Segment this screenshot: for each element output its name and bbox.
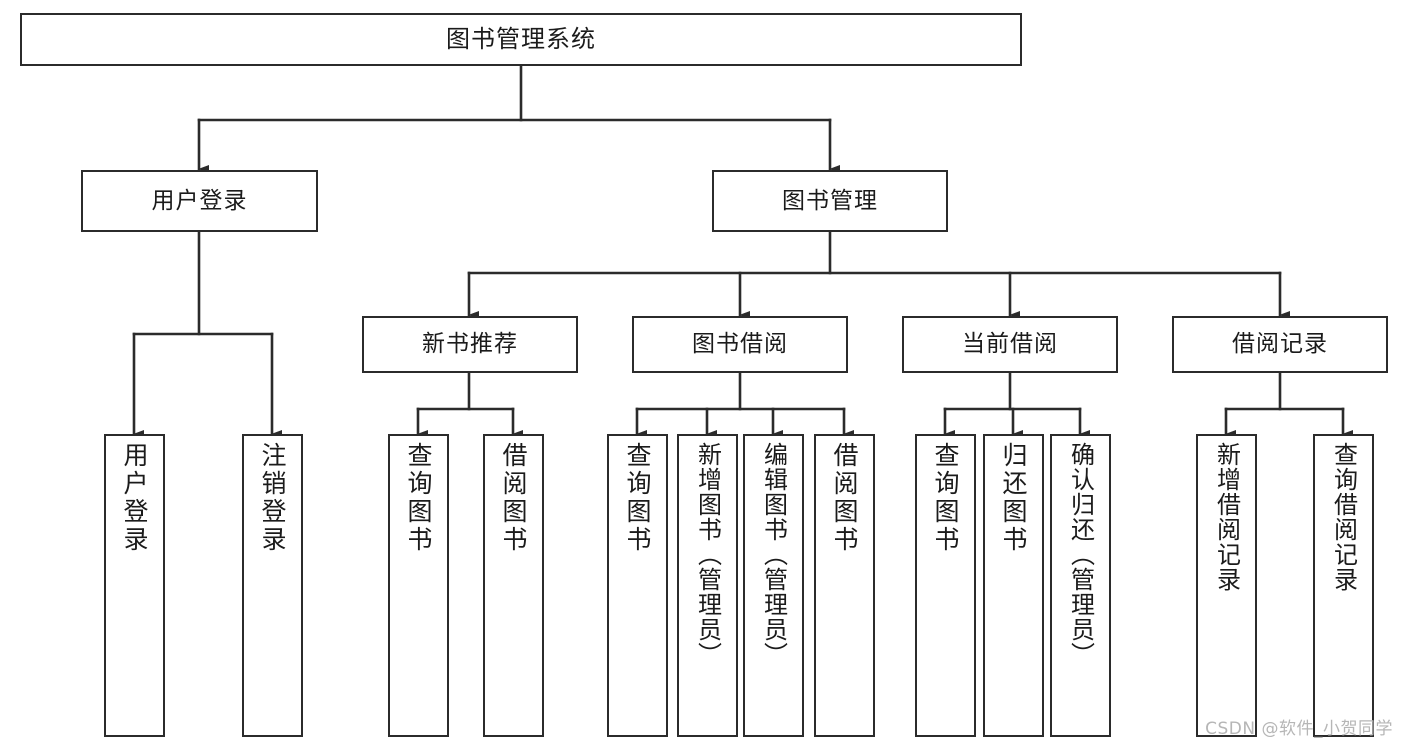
- node-leaf-logout-login[interactable]: 注销登录: [242, 434, 303, 737]
- node-leaf-confirm-return[interactable]: 确认归还（管理员）: [1050, 434, 1111, 737]
- node-leaf-add-book-label: 新增图书（管理员）: [693, 442, 722, 667]
- node-user-login-label: 用户登录: [151, 187, 248, 214]
- node-book-manage[interactable]: 图书管理: [712, 170, 948, 232]
- node-leaf-query-book-2-label: 查询图书: [623, 442, 652, 554]
- node-user-login[interactable]: 用户登录: [81, 170, 318, 232]
- node-root[interactable]: 图书管理系统: [20, 13, 1022, 66]
- node-current-borrow-label: 当前借阅: [962, 331, 1058, 358]
- node-root-label: 图书管理系统: [446, 24, 596, 53]
- node-leaf-borrow-book-1[interactable]: 借阅图书: [483, 434, 544, 737]
- node-leaf-add-book[interactable]: 新增图书（管理员）: [677, 434, 738, 737]
- node-leaf-edit-book[interactable]: 编辑图书（管理员）: [743, 434, 804, 737]
- node-leaf-user-login-label: 用户登录: [120, 442, 149, 554]
- node-leaf-edit-book-label: 编辑图书（管理员）: [759, 442, 788, 667]
- node-book-manage-label: 图书管理: [782, 187, 878, 214]
- node-leaf-user-login[interactable]: 用户登录: [104, 434, 165, 737]
- node-leaf-confirm-return-label: 确认归还（管理员）: [1066, 442, 1095, 667]
- node-borrow-record[interactable]: 借阅记录: [1172, 316, 1388, 373]
- node-book-borrow-label: 图书借阅: [692, 331, 788, 358]
- node-leaf-borrow-book-2[interactable]: 借阅图书: [814, 434, 875, 737]
- node-leaf-query-book-2[interactable]: 查询图书: [607, 434, 668, 737]
- node-current-borrow[interactable]: 当前借阅: [902, 316, 1118, 373]
- node-leaf-add-record-label: 新增借阅记录: [1212, 442, 1241, 592]
- node-leaf-logout-login-label: 注销登录: [258, 442, 287, 554]
- node-leaf-query-book-1[interactable]: 查询图书: [388, 434, 449, 737]
- node-leaf-add-record[interactable]: 新增借阅记录: [1196, 434, 1257, 737]
- node-leaf-query-record[interactable]: 查询借阅记录: [1313, 434, 1374, 737]
- node-leaf-query-book-1-label: 查询图书: [404, 442, 433, 554]
- node-borrow-record-label: 借阅记录: [1232, 331, 1328, 358]
- node-leaf-borrow-book-1-label: 借阅图书: [499, 442, 528, 554]
- node-book-borrow[interactable]: 图书借阅: [632, 316, 848, 373]
- watermark: CSDN @软件_小贺同学: [1205, 719, 1393, 739]
- node-leaf-return-book[interactable]: 归还图书: [983, 434, 1044, 737]
- node-leaf-return-book-label: 归还图书: [999, 442, 1028, 554]
- node-leaf-query-book-3-label: 查询图书: [931, 442, 960, 554]
- node-new-book-rec-label: 新书推荐: [422, 331, 518, 358]
- node-leaf-borrow-book-2-label: 借阅图书: [830, 442, 859, 554]
- node-new-book-rec[interactable]: 新书推荐: [362, 316, 578, 373]
- node-leaf-query-book-3[interactable]: 查询图书: [915, 434, 976, 737]
- node-leaf-query-record-label: 查询借阅记录: [1329, 442, 1358, 592]
